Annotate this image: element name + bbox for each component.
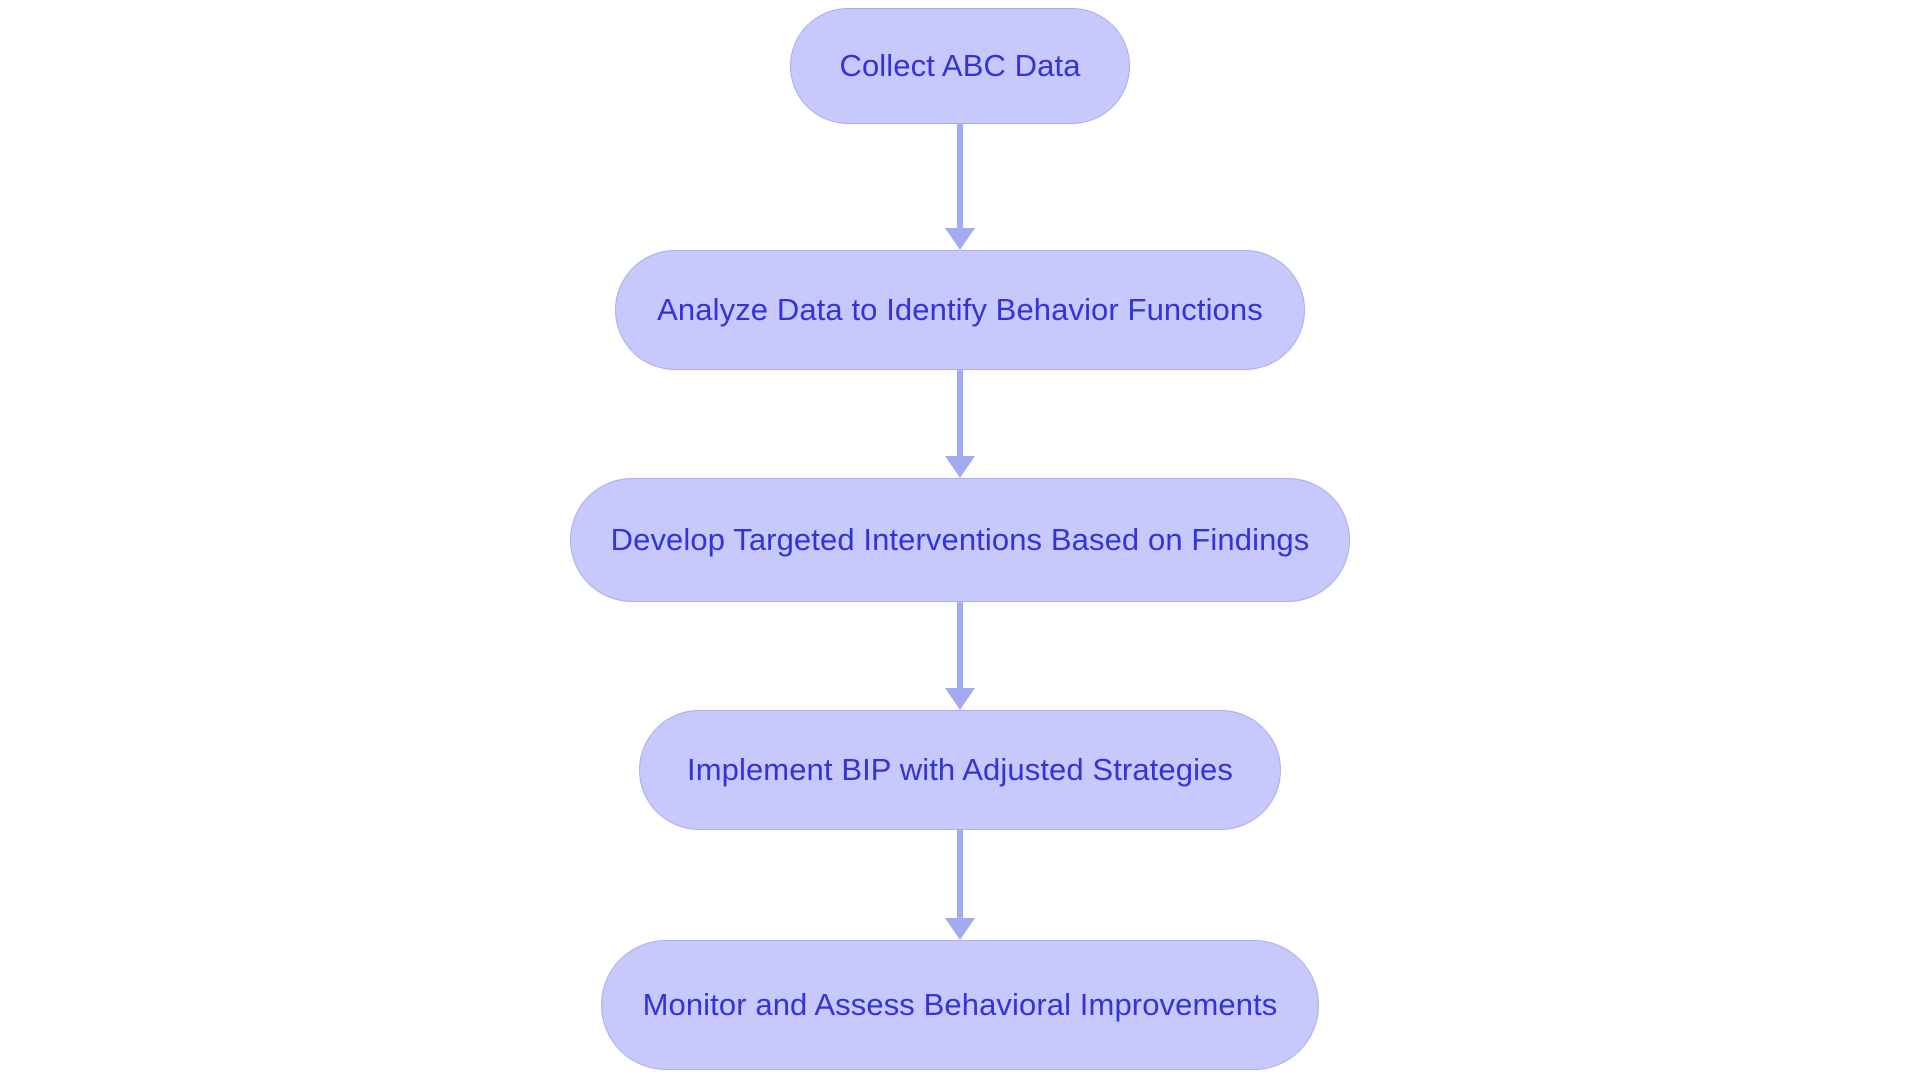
edge-shaft (957, 830, 963, 918)
flowchart-node-label: Analyze Data to Identify Behavior Functi… (657, 291, 1263, 327)
flowchart-node-label: Implement BIP with Adjusted Strategies (686, 751, 1233, 787)
flowchart-node-label: Monitor and Assess Behavioral Improvemen… (642, 986, 1278, 1022)
arrow-down-icon (945, 456, 975, 478)
edge-shaft (957, 602, 963, 688)
flowchart-node-collect-abc-data[interactable]: Collect ABC Data (790, 8, 1130, 124)
flowchart-node-analyze-data[interactable]: Analyze Data to Identify Behavior Functi… (615, 250, 1305, 370)
arrow-down-icon (945, 918, 975, 940)
flowchart-edge-implement-to-monitor (940, 830, 980, 940)
edge-shaft (957, 370, 963, 456)
flowchart-node-label: Develop Targeted Interventions Based on … (610, 521, 1310, 557)
flowchart-node-implement-bip[interactable]: Implement BIP with Adjusted Strategies (639, 710, 1281, 830)
flowchart-node-monitor-assess[interactable]: Monitor and Assess Behavioral Improvemen… (601, 940, 1319, 1070)
edge-shaft (957, 124, 963, 228)
arrow-down-icon (945, 688, 975, 710)
arrow-down-icon (945, 228, 975, 250)
flowchart-edge-develop-to-implement (940, 602, 980, 710)
flowchart-edge-analyze-to-develop (940, 370, 980, 478)
flowchart-node-label: Collect ABC Data (839, 47, 1081, 83)
flowchart-edge-collect-to-analyze (940, 124, 980, 250)
flowchart-node-develop-interventions[interactable]: Develop Targeted Interventions Based on … (570, 478, 1350, 602)
